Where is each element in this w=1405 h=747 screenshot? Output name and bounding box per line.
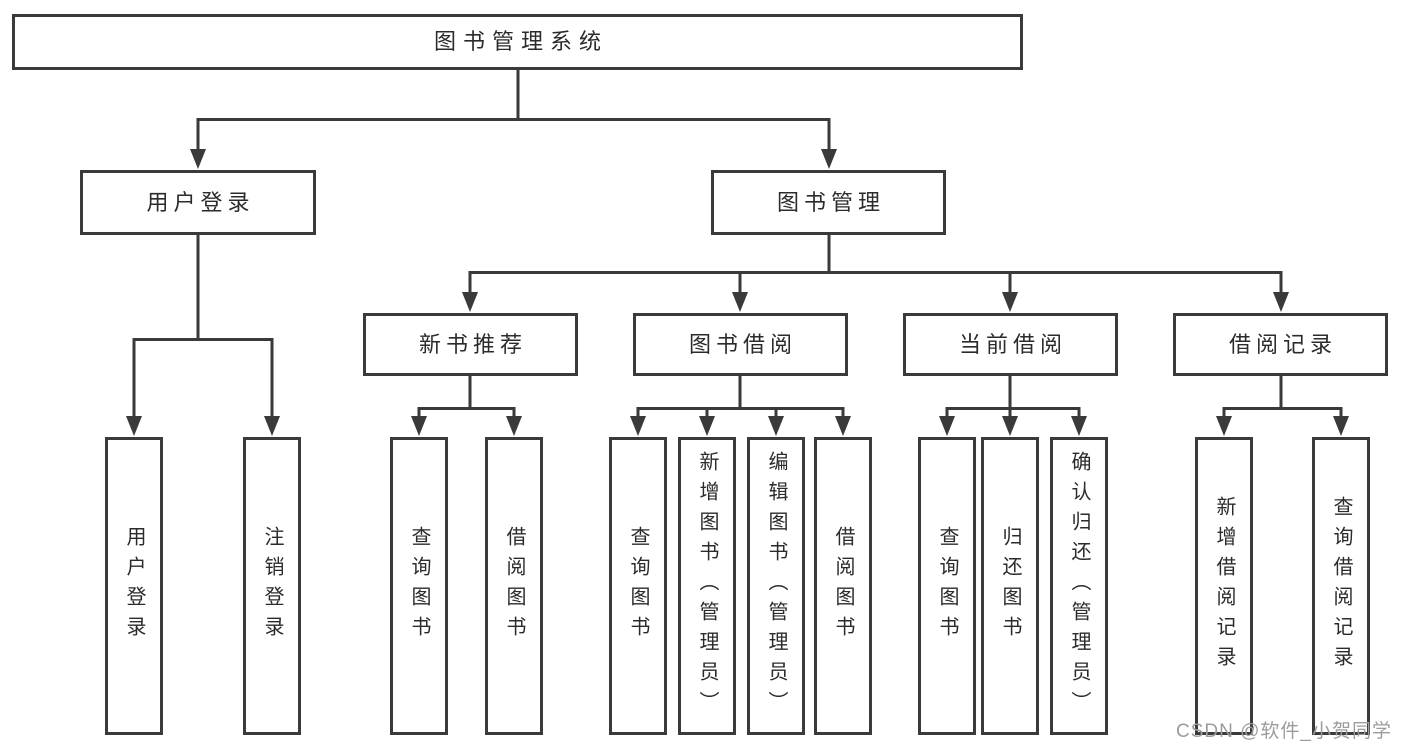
arrowhead [699,416,715,436]
arrowhead [1002,416,1018,436]
leaf-borrow-query-books: 查询图书 [609,437,667,735]
arrowhead [630,416,646,436]
connector-root-to-level2 [190,70,837,169]
node-current-borrowing: 当前借阅 [903,313,1118,376]
node-label: 当前借阅 [958,331,1067,357]
node-label: 用户登录 [146,189,255,215]
connector-book-borrowing-fork [630,375,851,436]
node-label: 借阅图书 [503,526,525,646]
leaf-records-query-borrow-record: 查询借阅记录 [1312,437,1370,735]
connector-book-management-to-level3 [462,234,1289,312]
arrowhead [1071,416,1087,436]
arrowhead [768,416,784,436]
arrowhead [506,416,522,436]
node-library-management-system: 图书管理系统 [12,14,1023,70]
csdn-watermark: CSDN @软件_小贺同学 [1176,721,1392,742]
arrowhead [1002,292,1018,312]
leaf-records-add-borrow-record: 新增借阅记录 [1195,437,1253,735]
arrowhead [835,416,851,436]
node-label: 归还图书 [999,526,1021,646]
leaf-current-query-books: 查询图书 [918,437,976,735]
arrowhead [462,292,478,312]
node-label: 图书借阅 [688,331,797,357]
leaf-current-confirm-return-admin: 确认归还（管理员） [1050,437,1108,735]
leaf-user-login: 用户登录 [105,437,163,735]
arrowhead [939,416,955,436]
node-label: 图书管理系统 [433,29,608,54]
connector-user-login-to-leaves [126,234,280,436]
arrowhead [190,149,206,169]
node-user-login: 用户登录 [80,170,316,235]
leaf-borrow-borrow-books: 借阅图书 [814,437,872,735]
node-label: 用户登录 [123,526,145,646]
arrowhead [1216,416,1232,436]
arrowhead [126,416,142,436]
node-label: 图书管理 [776,189,885,215]
arrowhead [821,149,837,169]
node-book-borrowing: 图书借阅 [633,313,848,376]
connector-current-borrowing-fork [939,375,1087,436]
node-label: 查询图书 [627,526,649,646]
connector-borrowing-records-fork [1216,375,1349,436]
node-label: 确认归还（管理员） [1068,451,1090,721]
node-label: 编辑图书（管理员） [765,451,787,721]
arrowhead [411,416,427,436]
leaf-logout: 注销登录 [243,437,301,735]
leaf-newrec-borrow-books: 借阅图书 [485,437,543,735]
node-label: 新增图书（管理员） [696,451,718,721]
node-label: 新书推荐 [418,331,527,357]
arrowhead [264,416,280,436]
leaf-borrow-edit-books-admin: 编辑图书（管理员） [747,437,805,735]
leaf-borrow-add-books-admin: 新增图书（管理员） [678,437,736,735]
arrowhead [732,292,748,312]
node-borrowing-records: 借阅记录 [1173,313,1388,376]
arrowhead [1273,292,1289,312]
node-label: 借阅图书 [832,526,854,646]
arrowhead [1333,416,1349,436]
node-label: 查询图书 [936,526,958,646]
leaf-current-return-books: 归还图书 [981,437,1039,735]
node-label: 借阅记录 [1228,331,1337,357]
node-book-management: 图书管理 [711,170,946,235]
leaf-newrec-query-books: 查询图书 [390,437,448,735]
node-label: 新增借阅记录 [1213,496,1235,676]
node-new-book-recommendation: 新书推荐 [363,313,578,376]
connector-new-book-fork [411,375,522,436]
node-label: 注销登录 [261,526,283,646]
node-label: 查询借阅记录 [1330,496,1352,676]
node-label: 查询图书 [408,526,430,646]
